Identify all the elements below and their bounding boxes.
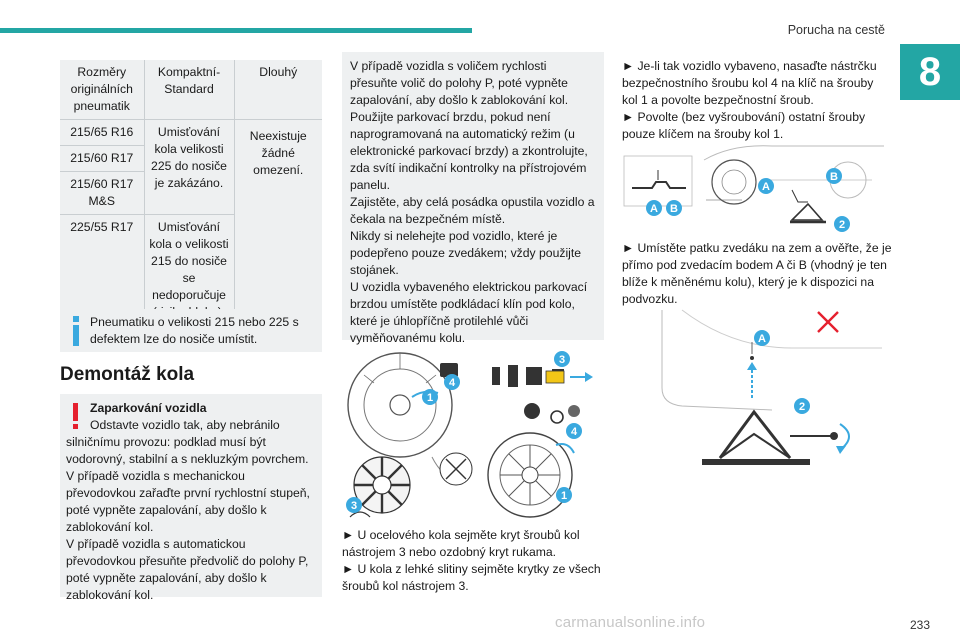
warning-icon xyxy=(72,403,80,429)
parking-instructions-box: V případě vozidla s voličem rychlosti př… xyxy=(342,52,604,345)
bolt-loosening-steps: ► Je-li tak vozidlo vybaveno, nasaďte ná… xyxy=(622,59,877,141)
table-header-compact: Kompaktní-Standard xyxy=(143,60,234,120)
table-cell-size: 215/65 R16 xyxy=(60,119,144,146)
callout-number-3: 3 xyxy=(559,354,565,366)
info-note-box: Pneumatiku o velikosti 215 nebo 225 s de… xyxy=(60,309,322,352)
page-number: 233 xyxy=(909,618,930,632)
callout-letter-b: B xyxy=(830,171,838,183)
tire-size-table: Rozměry originálních pneumatik Kompaktní… xyxy=(60,60,322,326)
top-accent-bar xyxy=(0,28,472,33)
table-header-long: Dlouhý xyxy=(233,60,322,120)
section-title: Demontáž kola xyxy=(60,364,195,385)
jack-placement-step: ► Umístěte patku zvedáku na zem a ověřte… xyxy=(622,241,892,306)
table-row: 215/60 R17 xyxy=(60,145,322,172)
warning-text: silničnímu provozu: podklad musí být vod… xyxy=(66,435,310,602)
info-icon xyxy=(71,316,81,346)
table-row: 215/60 R17 M&S xyxy=(60,171,322,215)
chapter-number-tab: 8 xyxy=(900,44,960,100)
table-cell-size: 225/55 R17 xyxy=(70,220,134,234)
wheel-cover-removal-illustration: 4 1 3 4 1 3 xyxy=(346,351,593,518)
info-note-text: Pneumatiku o velikosti 215 nebo 225 s de… xyxy=(90,315,299,346)
callout-number-1: 1 xyxy=(561,490,567,502)
wheel-cover-steps: ► U ocelového kola sejměte kryt šroubů k… xyxy=(342,528,601,593)
callout-letter-b: B xyxy=(670,203,678,215)
table-row: 215/65 R16 Umisťování kola velikosti 225… xyxy=(60,119,322,326)
jack-points-illustration: A B A B 2 xyxy=(623,145,884,232)
callout-number-2: 2 xyxy=(839,219,845,231)
callout-number-3: 3 xyxy=(351,500,357,512)
callout-number-2: 2 xyxy=(799,401,805,413)
table-cell-size: 215/60 R17 xyxy=(60,145,144,172)
header-title: Porucha na cestě xyxy=(787,23,885,37)
callout-number-4: 4 xyxy=(571,426,578,438)
warning-first-line: Odstavte vozidlo tak, aby nebránilo xyxy=(90,418,280,432)
table-cell-size: 215/60 R17 M&S xyxy=(60,171,144,215)
callout-number-1: 1 xyxy=(427,392,433,404)
jack-positioning-illustration: A 2 xyxy=(661,309,882,465)
callout-letter-a: A xyxy=(758,333,766,345)
warning-box: Zaparkování vozidla Odstavte vozidlo tak… xyxy=(60,394,322,602)
table-row: 225/55 R17 Umisťování kola o velikosti 2… xyxy=(60,214,322,325)
callout-number-4: 4 xyxy=(449,377,456,389)
callout-letter-a: A xyxy=(762,181,770,193)
table-cell-compact-group-1: Umisťování kola velikosti 225 do nosiče … xyxy=(143,119,234,215)
table-header-size: Rozměry originálních pneumatik xyxy=(60,60,144,120)
watermark: carmanualsonline.info xyxy=(555,614,706,631)
warning-title: Zaparkování vozidla xyxy=(90,401,207,415)
table-header-row: Rozměry originálních pneumatik Kompaktní… xyxy=(60,60,322,120)
callout-letter-a: A xyxy=(650,203,658,215)
table-cell-long-all: Neexistuje žádné omezení. xyxy=(233,119,322,326)
